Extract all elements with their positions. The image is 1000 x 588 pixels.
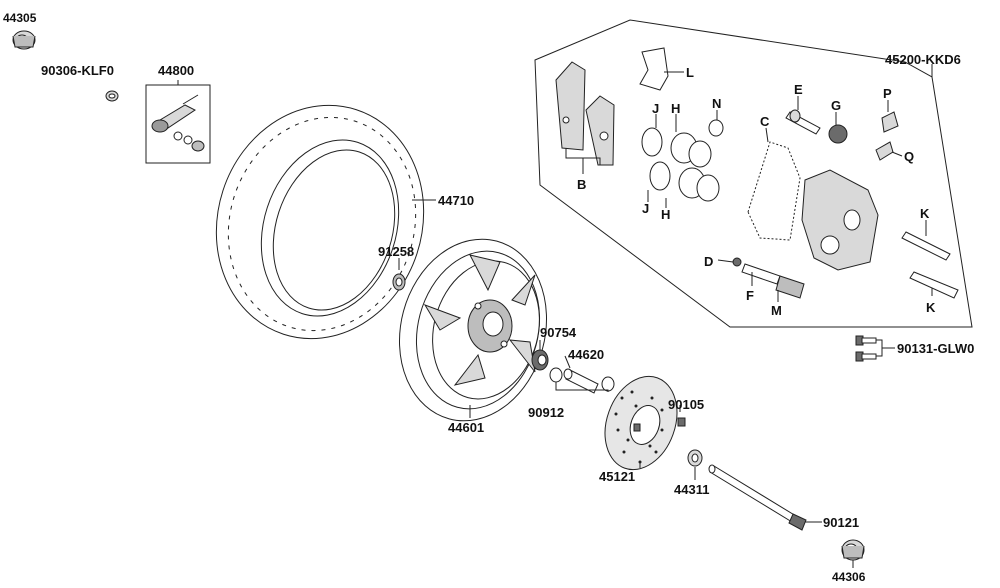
label-90306: 90306-KLF0 bbox=[41, 63, 114, 78]
label-44305: 44305 bbox=[3, 11, 37, 25]
caliper-body bbox=[801, 169, 879, 271]
pin-M bbox=[775, 275, 805, 299]
label-J-upper: J bbox=[652, 101, 659, 116]
label-H-lower: H bbox=[661, 207, 670, 222]
label-44601: 44601 bbox=[448, 420, 484, 435]
pistons-H bbox=[670, 132, 720, 202]
label-44306: 44306 bbox=[832, 570, 866, 584]
nut-44306 bbox=[841, 539, 865, 561]
bearing-90912 bbox=[549, 367, 615, 392]
wheel-44601 bbox=[398, 238, 548, 422]
leader-lines bbox=[398, 64, 933, 568]
washer-D bbox=[732, 257, 742, 267]
label-45121: 45121 bbox=[599, 469, 635, 484]
label-H-upper: H bbox=[671, 101, 680, 116]
label-N: N bbox=[712, 96, 721, 111]
bracket-C bbox=[747, 141, 801, 241]
pin-E bbox=[785, 109, 821, 135]
label-F: F bbox=[746, 288, 754, 303]
caliper-assembly-outline bbox=[534, 19, 973, 328]
bearing-91258 bbox=[392, 273, 406, 291]
label-91258: 91258 bbox=[378, 244, 414, 259]
label-J-lower: J bbox=[642, 201, 649, 216]
label-90131: 90131-GLW0 bbox=[897, 341, 974, 356]
bleeder-P bbox=[881, 111, 899, 133]
label-90105: 90105 bbox=[668, 397, 704, 412]
washer-90306 bbox=[105, 90, 119, 102]
piston-seals-J bbox=[641, 127, 671, 191]
bolts-90131 bbox=[855, 335, 877, 362]
label-E: E bbox=[794, 82, 803, 97]
pins-K bbox=[901, 231, 959, 299]
nut-44305 bbox=[12, 30, 36, 50]
label-B: B bbox=[577, 177, 586, 192]
label-Q: Q bbox=[904, 149, 914, 164]
valve-kit-44800 bbox=[145, 80, 211, 164]
label-P: P bbox=[883, 86, 892, 101]
label-L: L bbox=[686, 65, 694, 80]
label-K-lower: K bbox=[926, 300, 936, 315]
label-44311: 44311 bbox=[674, 482, 709, 497]
label-M: M bbox=[771, 303, 782, 318]
collar-44311 bbox=[687, 449, 703, 467]
bolts-90105 bbox=[633, 417, 686, 432]
label-K-upper: K bbox=[920, 206, 930, 221]
label-D: D bbox=[704, 254, 713, 269]
brake-pads-B bbox=[555, 61, 615, 166]
pad-spring-L bbox=[639, 47, 669, 91]
label-90121: 90121 bbox=[823, 515, 859, 530]
label-G: G bbox=[831, 98, 841, 113]
tire-44710 bbox=[215, 104, 425, 340]
bleeder-cap-N bbox=[708, 119, 724, 137]
label-44710: 44710 bbox=[438, 193, 474, 208]
label-90754: 90754 bbox=[540, 325, 577, 340]
bleeder-Q bbox=[875, 141, 894, 161]
seal-90754 bbox=[531, 349, 549, 371]
pin-F bbox=[741, 263, 781, 285]
boot-G bbox=[828, 124, 848, 144]
label-44620: 44620 bbox=[568, 347, 604, 362]
label-45200: 45200-KKD6 bbox=[885, 52, 961, 67]
brake-disc-45121 bbox=[604, 375, 678, 471]
label-C: C bbox=[760, 114, 770, 129]
collar-44620 bbox=[563, 368, 599, 394]
axle-90121 bbox=[708, 464, 807, 531]
label-44800: 44800 bbox=[158, 63, 194, 78]
label-90912: 90912 bbox=[528, 405, 564, 420]
